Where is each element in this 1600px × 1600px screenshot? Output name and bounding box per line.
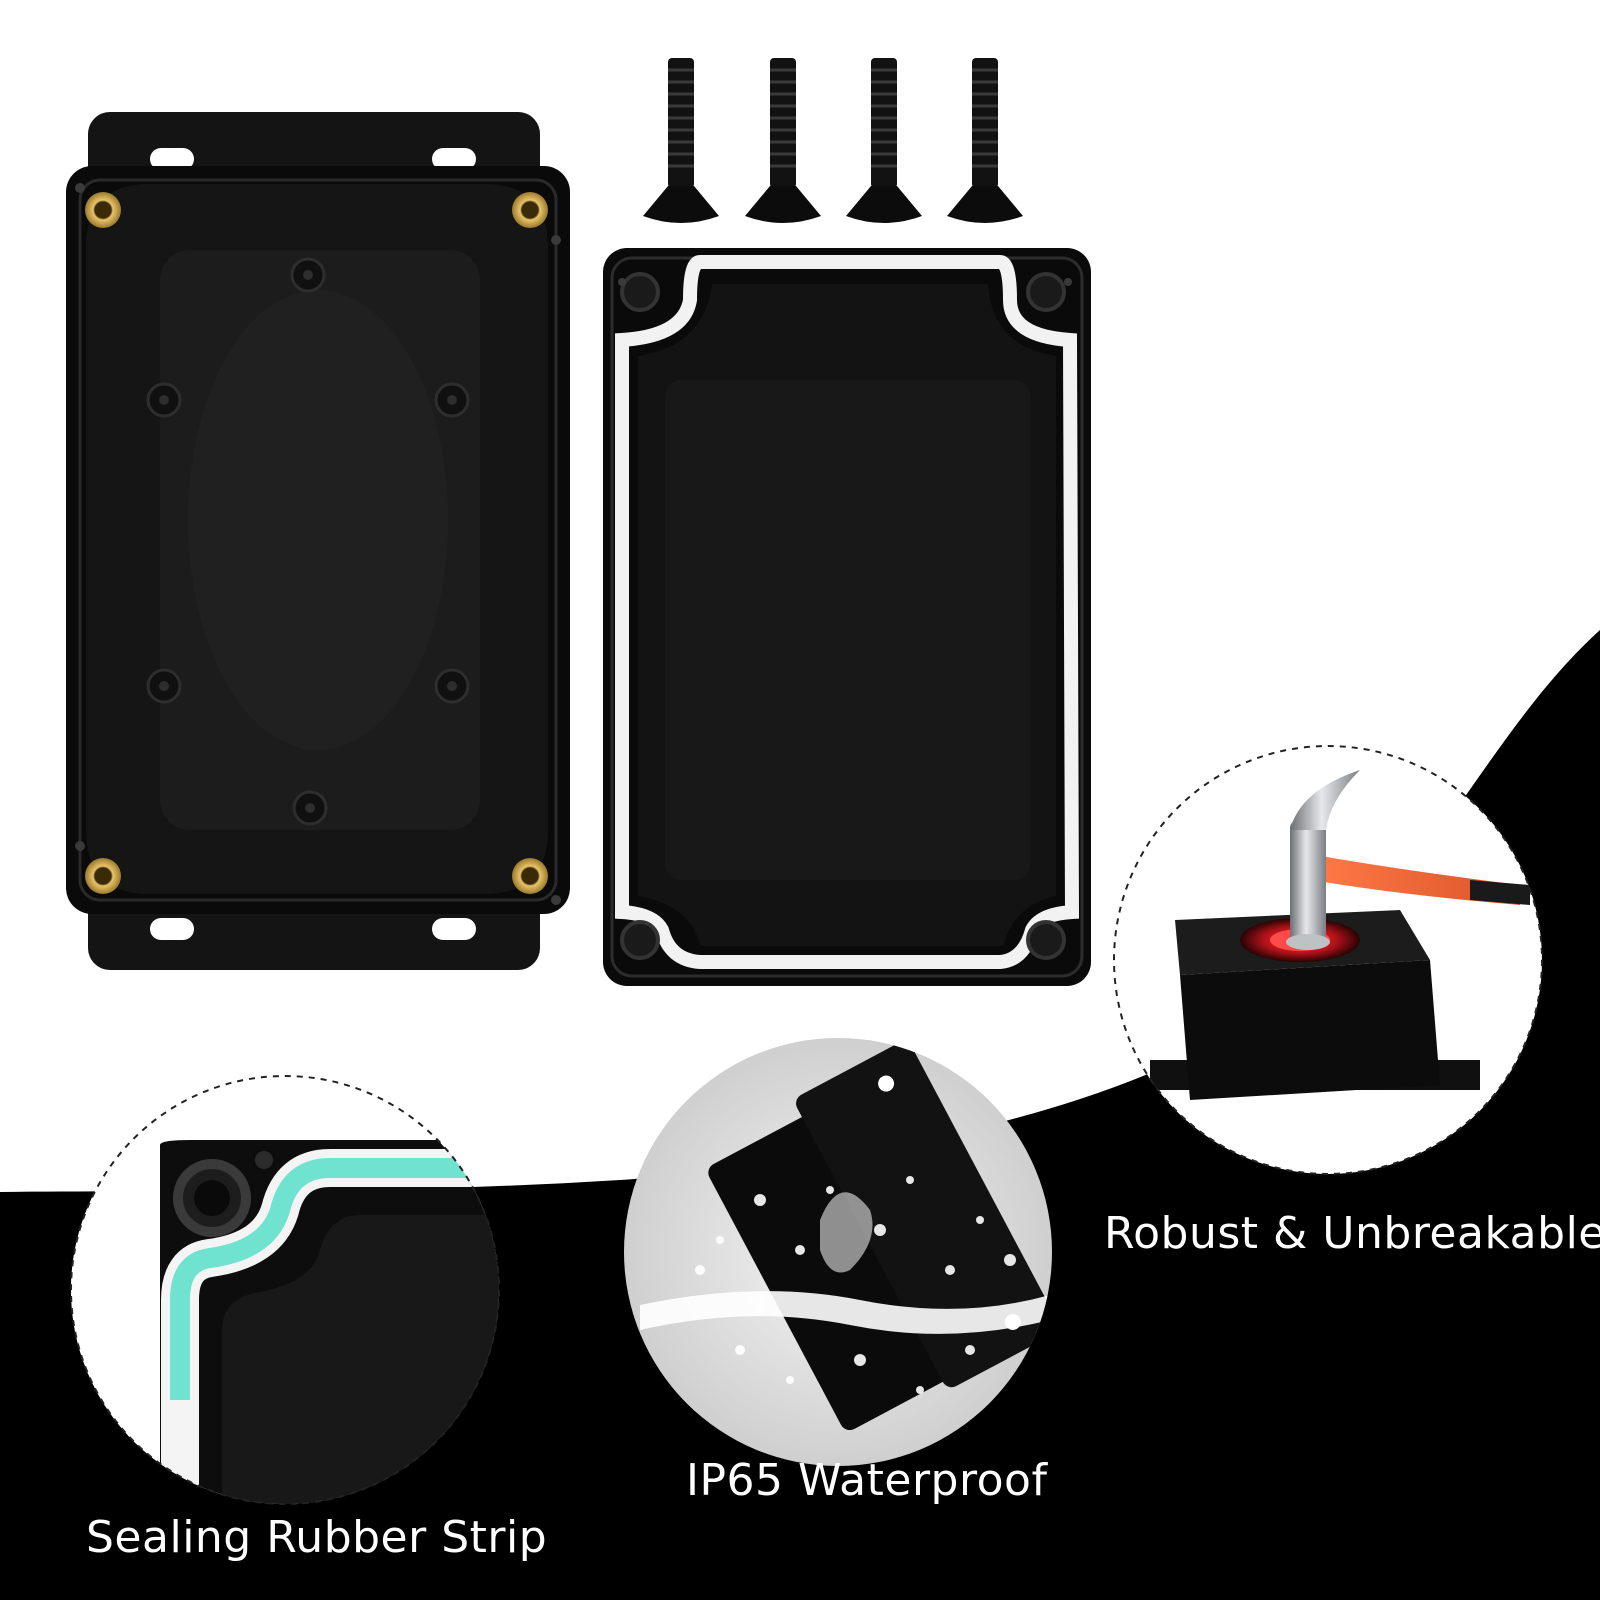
waterproof-detail-circle bbox=[624, 1038, 1052, 1466]
robust-caption: Robust & Unbreakable bbox=[1104, 1208, 1600, 1259]
screw-icon bbox=[643, 58, 719, 223]
screws bbox=[643, 58, 1023, 223]
hammer-icon bbox=[1286, 770, 1530, 950]
enclosure-lid bbox=[603, 248, 1091, 986]
waterproof-caption: IP65 Waterproof bbox=[686, 1455, 1048, 1506]
water-splash-icon bbox=[640, 1176, 1050, 1394]
screw-icon bbox=[846, 58, 922, 223]
sealing-caption: Sealing Rubber Strip bbox=[86, 1512, 548, 1563]
enclosure-base bbox=[66, 112, 570, 970]
screw-icon bbox=[947, 58, 1023, 223]
robust-detail-circle bbox=[1113, 745, 1543, 1175]
screw-icon bbox=[745, 58, 821, 223]
